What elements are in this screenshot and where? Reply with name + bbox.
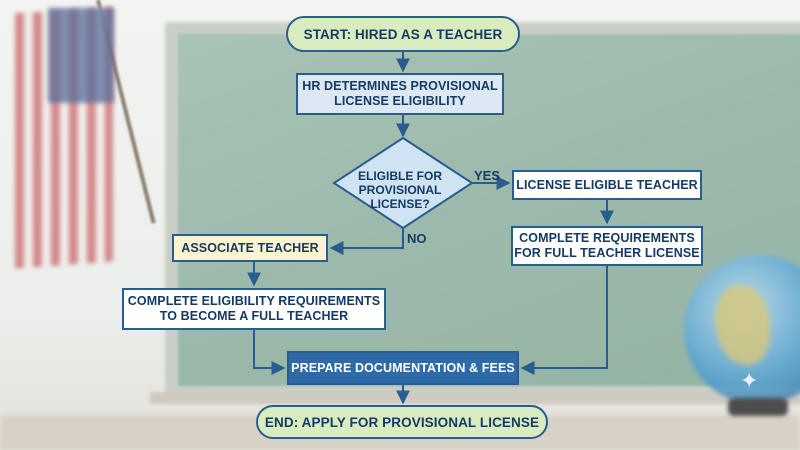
complete-eligibility-node: COMPLETE ELIGIBILITY REQUIREMENTS TO BEC… (122, 288, 386, 330)
hr-eligibility-node: HR DETERMINES PROVISIONAL LICENSE ELIGIB… (296, 73, 504, 115)
start-node: START: HIRED AS A TEACHER (286, 16, 520, 52)
arrow-requirements-to-prepare (520, 266, 608, 375)
globe-land (715, 285, 770, 365)
hr-eligibility-label: HR DETERMINES PROVISIONAL LICENSE ELIGIB… (302, 79, 498, 108)
complete-requirements-label: COMPLETE REQUIREMENTS FOR FULL TEACHER L… (514, 231, 700, 260)
end-node: END: APPLY FOR PROVISIONAL LICENSE (256, 405, 548, 439)
arrow-no-to-associate (329, 228, 404, 255)
sparkle-icon: ✦ (740, 368, 759, 393)
arrow-eligibility-to-prepare (253, 330, 286, 375)
complete-eligibility-label: COMPLETE ELIGIBILITY REQUIREMENTS TO BEC… (127, 294, 381, 323)
yes-label: YES (474, 168, 501, 183)
end-node-label: END: APPLY FOR PROVISIONAL LICENSE (264, 414, 540, 430)
globe-stand (728, 398, 788, 416)
license-eligible-node: LICENSE ELIGIBLE TEACHER (512, 170, 702, 200)
license-eligible-label: LICENSE ELIGIBLE TEACHER (516, 177, 698, 192)
chalk-ledge (150, 392, 800, 404)
associate-teacher-label: ASSOCIATE TEACHER (181, 240, 319, 255)
complete-requirements-node: COMPLETE REQUIREMENTS FOR FULL TEACHER L… (511, 226, 703, 266)
decision-diamond (332, 136, 474, 230)
associate-teacher-node: ASSOCIATE TEACHER (172, 234, 328, 262)
prepare-documentation-label: PREPARE DOCUMENTATION & FEES (291, 360, 515, 375)
decision-label: ELIGIBLE FOR PROVISIONAL LICENSE? (358, 169, 442, 211)
flag-canton (48, 8, 114, 103)
start-node-label: START: HIRED AS A TEACHER (303, 26, 503, 42)
prepare-documentation-node: PREPARE DOCUMENTATION & FEES (287, 351, 519, 385)
no-label: NO (407, 231, 427, 246)
